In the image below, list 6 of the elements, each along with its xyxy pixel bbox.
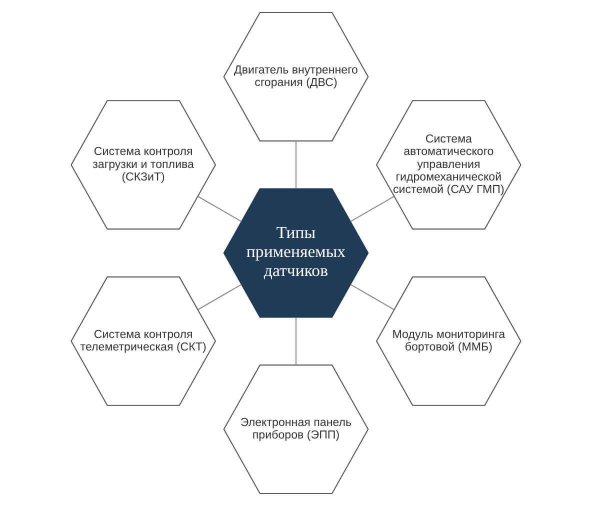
connector xyxy=(197,196,242,222)
connector xyxy=(350,284,394,310)
connector xyxy=(197,284,242,310)
connector xyxy=(350,196,394,222)
connector xyxy=(294,141,296,188)
connector xyxy=(294,318,296,365)
